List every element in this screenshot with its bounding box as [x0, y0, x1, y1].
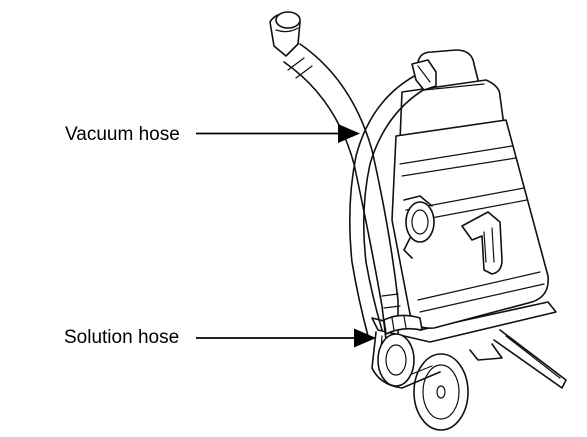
hose-nozzle [269, 11, 301, 57]
front-wheel [377, 333, 415, 387]
solution-hose-label: Solution hose [64, 327, 179, 348]
tank [391, 49, 549, 330]
rear-wheel [413, 353, 469, 431]
arrow-right-icon [338, 124, 360, 143]
vacuum-hose [283, 43, 401, 341]
arrow-right-icon [354, 328, 376, 348]
callout-vacuum-hose: Vacuum hose [65, 124, 360, 145]
vacuum-hose-label: Vacuum hose [65, 124, 180, 145]
callout-solution-hose: Solution hose [64, 327, 376, 348]
solution-hose [348, 59, 437, 337]
